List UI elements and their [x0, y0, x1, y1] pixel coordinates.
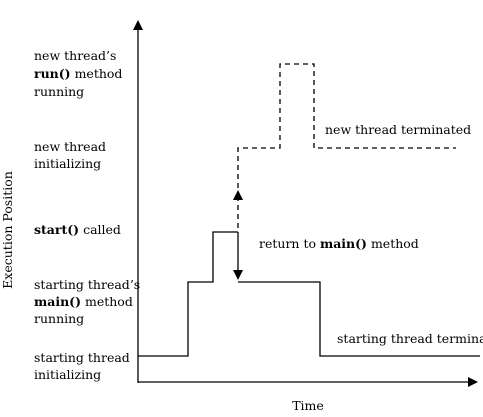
- annotation-starting-thread-terminated: starting thread terminated: [337, 331, 483, 346]
- label-start-called: start() called: [34, 222, 121, 237]
- label-new-thread-run: new thread’s run() method running: [34, 48, 122, 99]
- svg-text:initializing: initializing: [34, 156, 101, 171]
- svg-text:running: running: [34, 311, 84, 326]
- annotation-new-thread-terminated: new thread terminated: [325, 122, 471, 137]
- svg-text:new thread: new thread: [34, 139, 106, 154]
- svg-text:starting thread’s: starting thread’s: [34, 277, 140, 292]
- y-axis-title: Execution Position: [0, 171, 15, 289]
- svg-text:initializing: initializing: [34, 367, 101, 382]
- starting-thread-trace-continued: [238, 281, 480, 357]
- svg-text:start() called: start() called: [34, 222, 121, 237]
- label-starting-thread-init: starting thread initializing: [34, 350, 130, 382]
- x-axis-title: Time: [292, 398, 324, 413]
- new-thread-trace: [237, 63, 456, 188]
- label-new-thread-init: new thread initializing: [34, 139, 106, 171]
- svg-text:new thread’s: new thread’s: [34, 48, 116, 63]
- label-starting-thread-main: starting thread’s main() method running: [34, 277, 140, 326]
- svg-text:main() method: main() method: [34, 294, 133, 309]
- svg-text:running: running: [34, 84, 84, 99]
- annotation-return-to-main: return to main() method: [259, 236, 419, 251]
- starting-thread-trace: [138, 231, 238, 357]
- svg-text:run() method: run() method: [34, 66, 122, 81]
- svg-text:starting thread: starting thread: [34, 350, 130, 365]
